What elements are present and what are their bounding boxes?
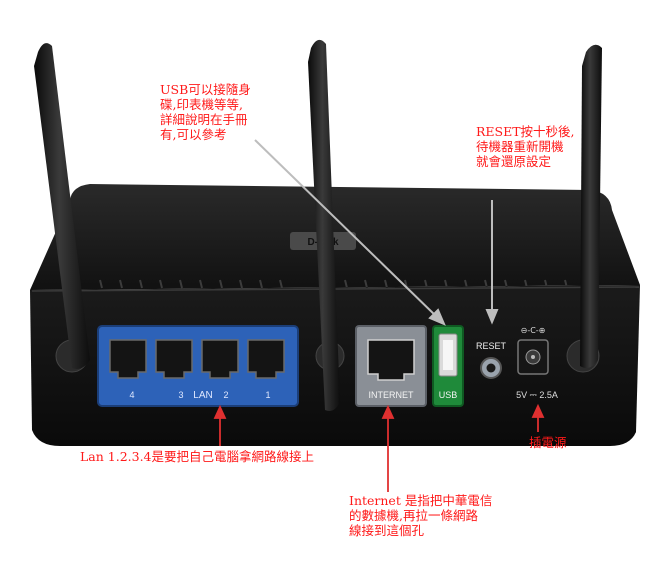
lan-annotation: Lan 1.2.3.4是要把自己電腦拿網路線接上 — [80, 449, 315, 464]
lan-port-number: 2 — [223, 390, 228, 400]
lan-label: LAN — [193, 390, 212, 401]
reset-label: RESET — [476, 341, 507, 351]
usb-label: USB — [439, 390, 458, 400]
internet-label: INTERNET — [369, 390, 415, 400]
lan-port-number: 3 — [178, 390, 183, 400]
lan-port-number: 1 — [265, 390, 270, 400]
antenna-right — [580, 44, 602, 369]
lan-port-number: 4 — [129, 390, 134, 400]
antenna-left — [34, 43, 90, 369]
reset-annotation: RESET按十秒後, 待機器重新開機 就會還原設定 — [476, 124, 575, 169]
power-annotation: 插電源 — [529, 435, 567, 450]
lan-ports — [109, 339, 285, 379]
internet-annotation: Internet 是指把中華電信 的數據機,再拉一條網路 線接到這個孔 — [349, 493, 493, 538]
power-rating-label: 5V ⎓ 2.5A — [516, 390, 558, 400]
power-polarity-label: ⊖-C-⊕ — [521, 326, 546, 335]
annotation-arrows-red — [213, 403, 545, 492]
antenna-middle — [308, 39, 340, 411]
usb-annotation: USB可以接隨身 碟,印表機等等, 詳細說明在手冊 有,可以參考 — [160, 82, 251, 142]
internet-port — [367, 339, 415, 381]
annotation-arrows — [254, 139, 499, 326]
